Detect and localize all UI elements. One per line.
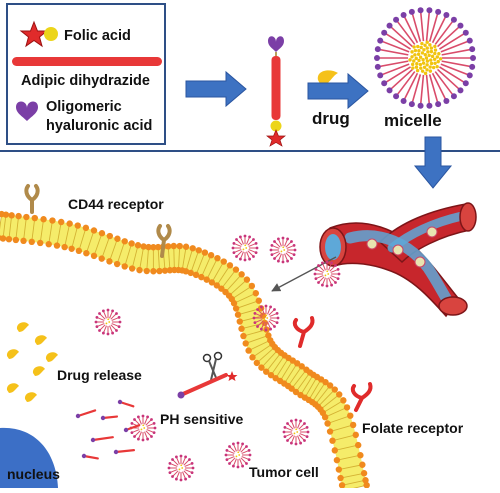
released-drugs — [7, 322, 58, 402]
legend-adipic-dihydrazide-label: Adipic dihydrazide — [21, 73, 150, 89]
folate-receptor-label: Folate receptor — [362, 420, 464, 436]
cell-membrane — [0, 211, 370, 488]
folic-acid-circle-icon — [44, 27, 58, 41]
cd44-receptor-label: CD44 receptor — [68, 196, 164, 212]
drug-label: drug — [312, 109, 350, 128]
tumor-cell-label: Tumor cell — [249, 464, 319, 480]
ph-sensitive-label: PH sensitive — [160, 411, 243, 427]
drug-release-label: Drug release — [57, 367, 142, 383]
legend-hyaluronic-acid-label: hyaluronic acid — [46, 118, 152, 134]
arrow-right-1 — [186, 72, 246, 106]
micelle-label: micelle — [384, 111, 442, 130]
adipic-dihydrazide-rod-icon — [12, 57, 162, 66]
cd44-receptor-left — [26, 186, 37, 212]
legend-folic-acid-label: Folic acid — [64, 28, 131, 44]
scissors-icon — [204, 353, 222, 381]
folate-receptor-upper — [295, 318, 313, 346]
micelle-large — [374, 7, 476, 109]
legend-oligomeric-label: Oligomeric — [46, 99, 122, 115]
arrow-right-2 — [308, 74, 368, 108]
conjugate-molecule — [267, 36, 285, 146]
folate-receptor-lower — [353, 384, 371, 410]
nucleus-label: nucleus — [7, 466, 60, 482]
ph-sensitive-conjugate — [178, 371, 238, 399]
blood-vessel — [320, 203, 476, 316]
arrow-down — [415, 137, 451, 188]
broken-conjugates — [76, 400, 139, 459]
